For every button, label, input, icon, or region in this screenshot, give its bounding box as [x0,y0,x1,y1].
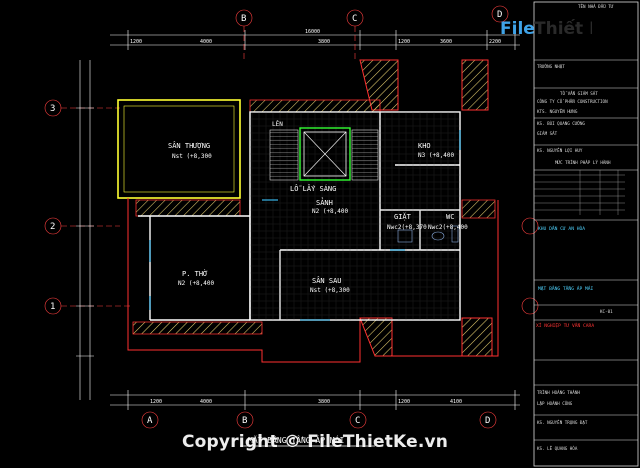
dim-top-total: 16000 [305,29,320,35]
room-light-well-name: LỖ LẤY SÁNG [290,184,336,193]
stair [269,129,379,181]
tb-row-3: CÔNG TY CỔ PHẦN CONSTRUCTION [537,99,608,104]
tb-row-13: LẬP HOÀNH CÔNG [537,401,573,406]
logo-file: File [500,19,535,39]
grid-label-left-1: 1 [50,302,55,312]
grid-label-top-c: C [352,14,357,24]
dim-top-6: 2200 [489,39,501,45]
tb-row-4: KTS. NGUYỄN HƯNG [537,109,578,114]
dim-bottom-4: 1200 [398,399,410,405]
room-san-thuong-level: Nst (+8,300 [172,153,212,160]
terrace-outline [117,99,241,199]
room-san-sau-level: Nst (+8,300 [310,287,350,294]
tb-row-8: MỨC TRÌNH PHÁP LÝ HÀNH [555,160,611,165]
watermark-logo: File Thiết Kế.vn [500,18,592,39]
dim-bottom-1: 1200 [150,399,162,405]
grid-label-top-d: D [497,10,502,20]
drawing-title: MẶT BẰNG TẦNG ÁP MÁI [248,434,345,445]
dim-top-4: 1200 [398,39,410,45]
tb-row-2: TỔ VẤN GIÁM SÁT [560,91,598,96]
grid-axes-right [521,217,539,315]
room-giat-level: Nwc2(+8,370 [387,224,427,231]
sanitary-fixtures [397,225,459,243]
logo-thietke: Thiết Kế.vn [534,18,592,39]
dimension-chain-left [76,60,94,400]
room-sanh-level: N2 (+8,400 [312,208,349,215]
dimension-text-top: 1200 4000 3800 1200 3600 2200 16000 [130,29,501,45]
grid-label-left-3: 3 [50,104,55,114]
tb-row-9: KHU DÂN CƯ AN HÒA [538,225,585,232]
roof-eave-outline-right [380,200,499,357]
dim-bottom-5: 4100 [450,399,462,405]
roof-eave-outline [127,198,361,363]
room-kho-level: N3 (+8,400 [418,152,455,159]
dimension-chain-bottom [110,390,520,410]
grid-axes-top [235,5,509,60]
tb-row-14: KS. NGUYỄN TRỌNG ĐẠT [537,420,588,425]
dim-top-2: 4000 [200,39,212,45]
tb-row-5: KS. BÙI QUANG CƯỜNG [537,121,585,126]
tb-row-10: MẶT BẰNG TẦNG ÁP MÁI [538,284,594,292]
dim-top-5: 3600 [440,39,452,45]
dim-top-1: 1200 [130,39,142,45]
tb-row-7: KS. NGUYỄN LỢI HUY [537,148,583,153]
dimension-chain-top [110,30,520,50]
tb-row-6: GIÁM SÁT [537,131,558,136]
room-giat-name: GIẶT [394,212,412,221]
room-kho-name: KHO [418,142,431,150]
stair-up-label: LÊN [272,120,283,128]
dim-bottom-3: 3800 [318,399,330,405]
tb-row-15: KS. LÊ QUANG HÒA [537,446,578,451]
grid-label-bottom-b: B [242,416,247,426]
title-block-header: TÊN NHÀ ĐẦU TƯ [578,4,614,9]
dim-bottom-2: 4000 [200,399,212,405]
room-wc-level: Nwc2(+8,400 [428,224,468,231]
dim-top-3: 3800 [318,39,330,45]
grid-label-bottom-a: A [147,416,153,426]
grid-label-bottom-d: D [485,416,490,426]
room-phong-tho-level: N2 (+8,400 [178,280,215,287]
terrace-inner [123,105,235,193]
grid-label-top-b: B [241,14,246,24]
grid-label-bottom-c: C [355,416,360,426]
tb-row-11: XÍ NGHIỆP TƯ VẤN CARA [536,321,594,329]
room-phong-tho-name: P. THỜ [182,269,208,278]
title-block: TÊN NHÀ ĐẦU TƯ TRƯỜNG NHẬT TỔ VẤN GIÁM S… [533,1,639,467]
grid-axes-bottom [141,411,497,429]
openings [149,130,461,321]
light-well [299,127,351,181]
grid-label-left-2: 2 [50,222,55,232]
room-wc-name: WC [446,213,454,221]
tb-row-12: TRÌNH HOÀNG THÀNH [537,390,580,395]
roof-hatch [132,59,496,357]
tb-sheet-number: KC-01 [600,309,613,314]
room-san-thuong-name: SÂN THƯỢNG [168,141,210,150]
room-labels: SÂN THƯỢNG Nst (+8,300 KHO N3 (+8,400 LỖ… [168,120,468,294]
room-sanh-name: SẢNH [316,198,333,207]
tb-row-1: TRƯỜNG NHẬT [537,64,565,69]
room-san-sau-name: SÂN SAU [312,276,342,285]
watermark-copyright: Copyright © FileThietKe.vn [182,432,449,452]
